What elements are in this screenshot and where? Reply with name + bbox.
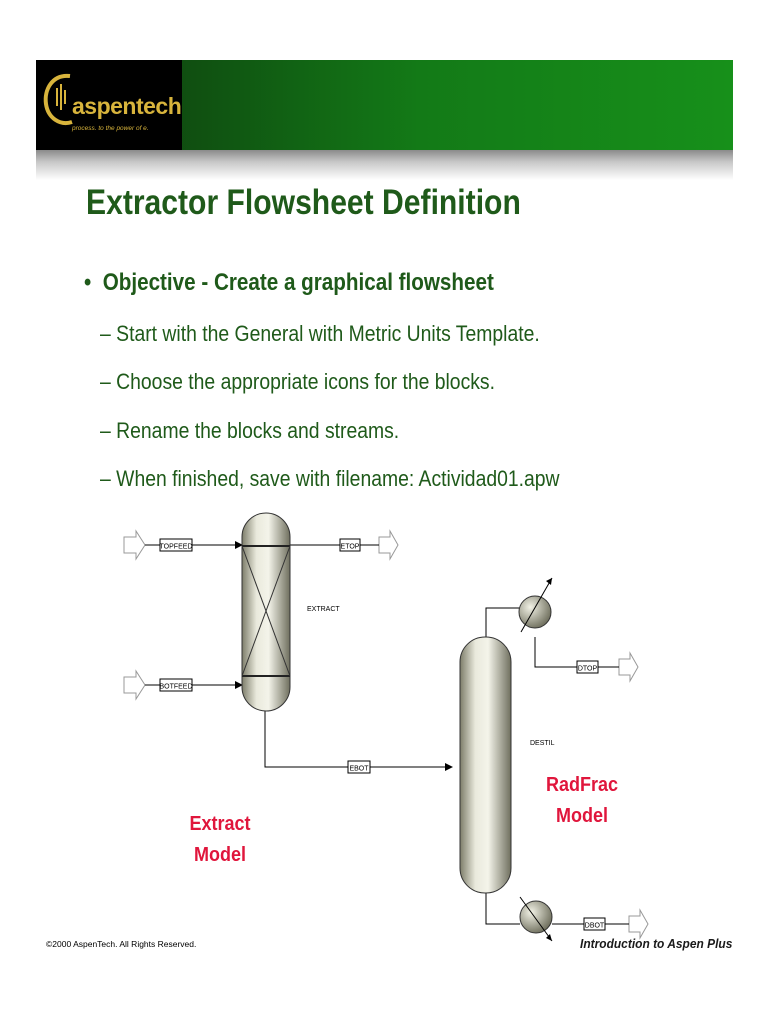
stream-label-topfeed: TOPFEED (160, 544, 193, 551)
step-item: – Choose the appropriate icons for the b… (100, 369, 495, 395)
step-item: – Start with the General with Metric Uni… (100, 321, 540, 347)
model-label-line: Model (555, 805, 609, 827)
bullet-icon: • (84, 269, 92, 296)
reboiler-icon (519, 896, 553, 942)
stream-label-etop: ETOP (341, 544, 360, 551)
dash-icon: – (100, 369, 111, 394)
block-label-extract: EXTRACT (307, 606, 340, 613)
copyright-notice: ©2000 AspenTech. All Rights Reserved. (46, 939, 197, 949)
distillation-column (459, 636, 512, 894)
objective-text: Objective - Create a graphical flowsheet (102, 269, 494, 296)
process-flowsheet: TOPFEED BOTFEED ETOP EBOT DTOP DBOT EXTR… (123, 512, 649, 942)
step-text: Rename the blocks and streams. (116, 418, 400, 443)
course-title-footer: Introduction to Aspen Plus (580, 936, 733, 951)
product-arrow-icon (378, 529, 399, 561)
step-text: Start with the General with Metric Units… (116, 321, 540, 346)
product-arrow-icon (618, 651, 639, 683)
dash-icon: – (100, 418, 111, 443)
slide-title: Extractor Flowsheet Definition (86, 183, 521, 222)
dash-icon: – (100, 466, 111, 491)
extract-model-label: Extract Model (184, 809, 256, 871)
product-arrow-icon (628, 908, 649, 940)
feed-arrow-icon (123, 529, 146, 561)
step-text: When finished, save with filename: Activ… (116, 466, 560, 491)
aspentech-logo-mark-icon (43, 73, 73, 125)
feed-arrow-icon (123, 669, 146, 701)
model-label-line: Model (193, 844, 247, 866)
model-label-line: RadFrac (545, 774, 619, 796)
logo-wordmark: aspentech (72, 93, 182, 119)
logo-tagline: process. to the power of e. (72, 125, 149, 132)
radfrac-model-label: RadFrac Model (544, 770, 620, 832)
extractor-vessel (241, 512, 291, 712)
stream-label-dbot: DBOT (585, 923, 605, 930)
banner-shadow (36, 150, 733, 180)
step-item: – When finished, save with filename: Act… (100, 466, 560, 492)
stream-label-dtop: DTOP (578, 666, 598, 673)
objective-bullet: • Objective - Create a graphical flowshe… (84, 269, 494, 297)
block-label-destil: DESTIL (530, 740, 555, 747)
step-item: – Rename the blocks and streams. (100, 418, 399, 444)
condenser-icon (518, 577, 553, 633)
model-label-line: Extract (189, 813, 251, 835)
step-text: Choose the appropriate icons for the blo… (116, 369, 495, 394)
stream-label-ebot: EBOT (349, 766, 369, 773)
dash-icon: – (100, 321, 111, 346)
stream-label-botfeed: BOTFEED (159, 684, 192, 691)
